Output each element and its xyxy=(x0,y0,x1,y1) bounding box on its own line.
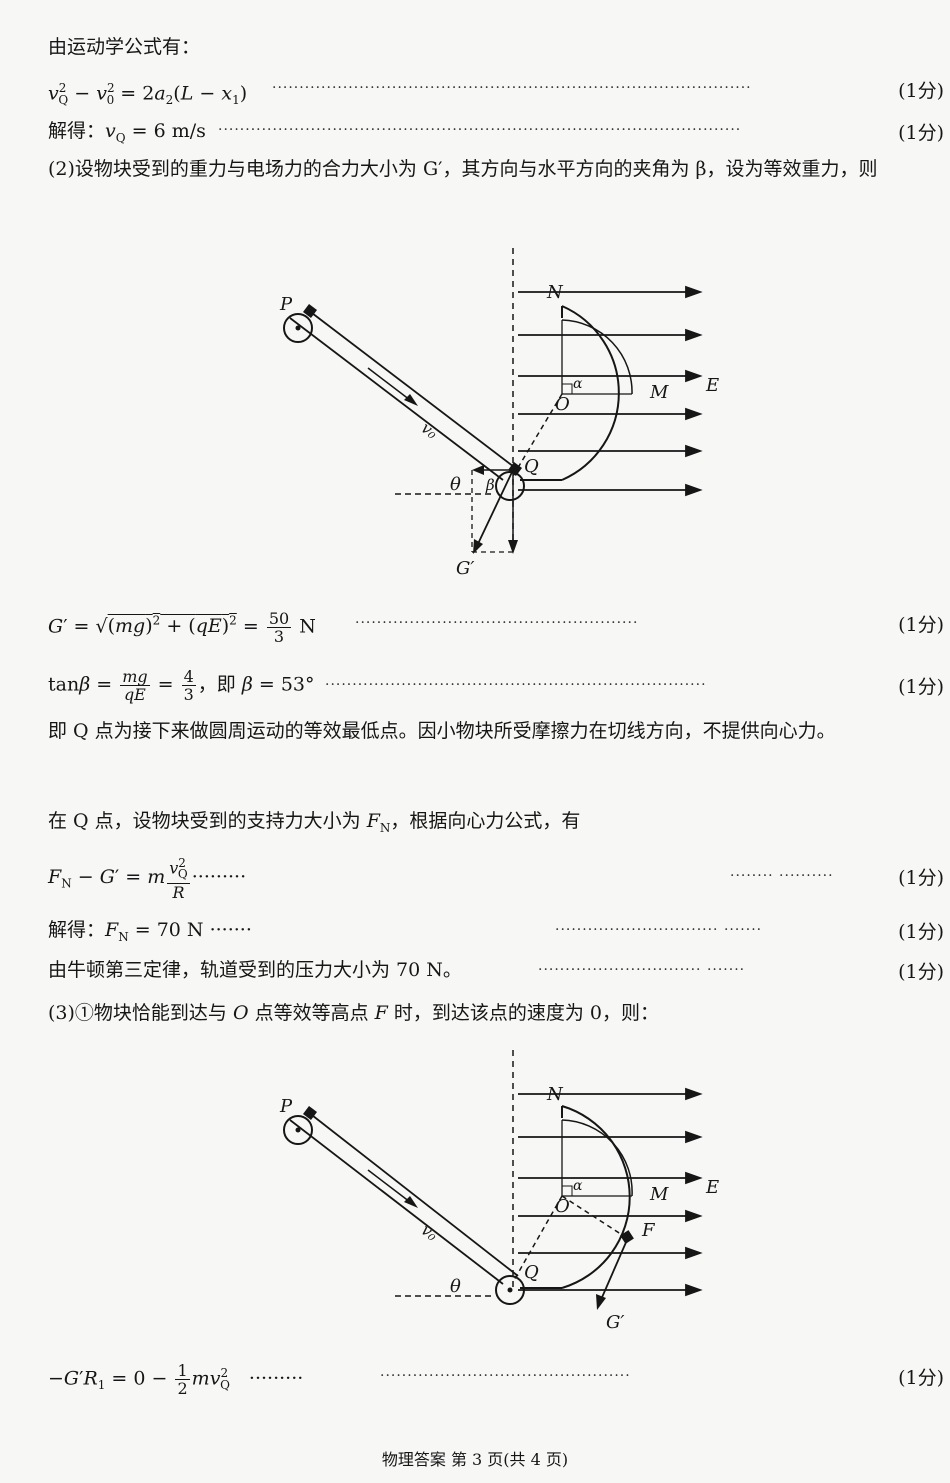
dot-leader: ······························ ······· xyxy=(538,962,746,978)
label-alpha: α xyxy=(573,1178,583,1194)
part2-intro: (2)设物块受到的重力与电场力的合力大小为 G′，其方向与水平方向的夹角为 β，… xyxy=(48,158,878,180)
score-label: (1分) xyxy=(898,961,944,983)
part3-intro: (3)①物块恰能到达与 O 点等效等高点 F 时，到达该点的速度为 0，则： xyxy=(48,1002,659,1024)
label-e: E xyxy=(705,1177,719,1198)
label-e: E xyxy=(705,375,719,396)
equation-vq-kinematics: v2Q − v20 = 2a2(L − x1) xyxy=(48,81,248,108)
label-theta: θ xyxy=(450,1276,461,1297)
q-lowest-point-text: 即 Q 点为接下来做圆周运动的等效最低点。因小物块所受摩擦力在切线方向，不提供向… xyxy=(48,720,836,742)
solve-vq: 解得：vQ = 6 m/s xyxy=(48,120,206,145)
label-v0: v₀ xyxy=(418,1220,442,1245)
label-q: Q xyxy=(524,456,539,477)
dot-leader: ········································… xyxy=(355,615,639,631)
score-label: (1分) xyxy=(898,676,944,698)
label-f: F xyxy=(641,1220,656,1241)
label-beta: β xyxy=(485,476,495,494)
label-p: P xyxy=(279,1096,293,1117)
score-label: (1分) xyxy=(898,80,944,102)
label-g-prime: G′ xyxy=(606,1312,624,1333)
dot-leader: ········ ·········· xyxy=(730,868,834,884)
newton-third-law-text: 由牛顿第三定律，轨道受到的压力大小为 70 N。 xyxy=(48,959,462,981)
score-label: (1分) xyxy=(898,1367,944,1389)
score-label: (1分) xyxy=(898,921,944,943)
dot-leader: ········································… xyxy=(380,1368,631,1384)
force-diagram-1: P N E M O α Q θ β v₀ G′ xyxy=(279,248,719,579)
label-g-prime: G′ xyxy=(456,558,474,579)
dot-leader: ········································… xyxy=(325,677,707,693)
label-o: O xyxy=(555,1196,570,1217)
solve-fn: 解得：FN = 70 N ······· xyxy=(48,919,252,944)
kinematics-intro: 由运动学公式有： xyxy=(48,36,201,58)
label-p: P xyxy=(279,294,293,315)
score-label: (1分) xyxy=(898,614,944,636)
force-diagram-2: P N E M O α F Q θ v₀ G′ xyxy=(279,1050,719,1333)
label-m: M xyxy=(649,382,669,403)
label-n: N xyxy=(546,282,564,303)
label-q: Q xyxy=(524,1262,539,1283)
label-alpha: α xyxy=(573,376,583,392)
label-n: N xyxy=(546,1084,564,1105)
dot-leader: ········································… xyxy=(218,122,742,138)
score-label: (1分) xyxy=(898,122,944,144)
label-v0: v₀ xyxy=(418,418,442,443)
label-theta: θ xyxy=(450,474,461,495)
page-footer: 物理答案 第 3 页(共 4 页) xyxy=(381,1450,569,1469)
at-q-text: 在 Q 点，设物块受到的支持力大小为 FN，根据向心力公式，有 xyxy=(48,810,581,835)
dot-leader: ······························ ······· xyxy=(555,922,763,938)
label-o: O xyxy=(555,394,570,415)
score-label: (1分) xyxy=(898,867,944,889)
dot-leader: ········································… xyxy=(272,80,752,96)
label-m: M xyxy=(649,1184,669,1205)
